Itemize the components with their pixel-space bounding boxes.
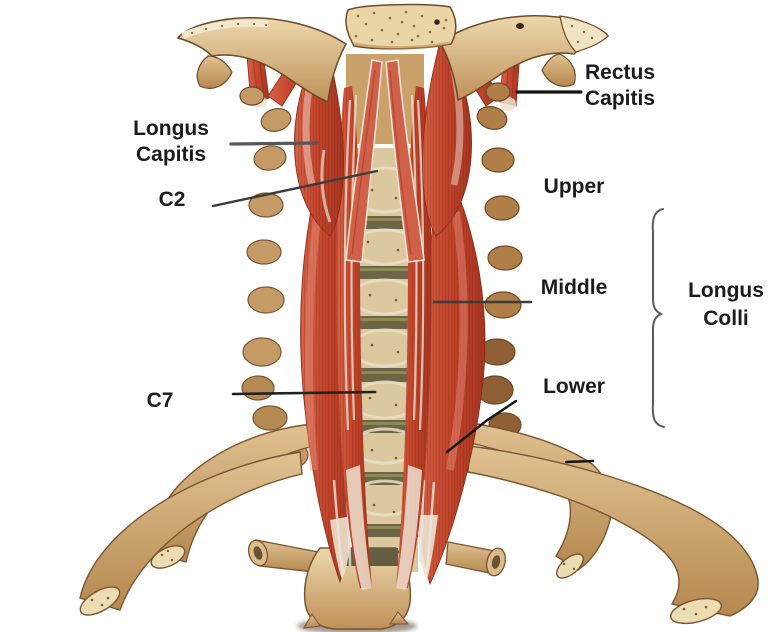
longus-colli-muscle-right — [416, 169, 486, 586]
occipital-cross-section — [345, 3, 457, 50]
bone-speckles — [366, 188, 400, 514]
longus-colli-vertical-right — [396, 86, 432, 590]
pointer-line-c7 — [231, 390, 377, 396]
curly-brace — [651, 208, 665, 428]
cross-section-trabeculae — [354, 10, 448, 44]
label-rectus-capitis: Rectus Capitis — [584, 61, 656, 110]
label-upper: Upper — [543, 175, 605, 198]
atlas-axis-bone — [346, 54, 424, 144]
rib-stub-right — [445, 541, 507, 577]
pointer-line-longus-capitis — [229, 141, 319, 146]
upper-thoracic-vertebra — [297, 547, 417, 632]
label-c2: C2 — [158, 188, 186, 211]
ribs-right — [451, 419, 759, 625]
label-middle: Middle — [540, 276, 608, 299]
label-longus-capitis: Longus Capitis — [133, 117, 209, 166]
tick-mark-first-rib — [564, 459, 595, 464]
foramen-right — [516, 23, 524, 29]
atlas-transverse-process-left — [239, 86, 265, 106]
label-c7: C7 — [146, 389, 174, 412]
rib-stub-left — [247, 539, 319, 573]
rib-right-second — [467, 445, 759, 617]
pointer-lines — [211, 90, 665, 464]
label-longus-colli: Longus Colli — [688, 279, 764, 330]
longus-capitis-muscle-left — [294, 45, 344, 237]
pointer-line-lower — [445, 399, 518, 454]
foramen-cross-section — [434, 19, 440, 25]
longus-colli-vertical-left — [336, 86, 372, 590]
pointer-line-c2 — [211, 169, 379, 208]
label-lower: Lower — [543, 375, 605, 398]
styloid-process-right — [541, 53, 576, 87]
longus-colli-superior-straps — [345, 59, 425, 263]
atlas-transverse-process-right — [485, 82, 511, 102]
occipital-bone — [176, 3, 610, 106]
ribs-left — [79, 423, 315, 616]
transverse-processes-right — [476, 106, 523, 438]
occipital-wing-left — [176, 16, 347, 104]
styloid-process-left — [196, 55, 233, 89]
